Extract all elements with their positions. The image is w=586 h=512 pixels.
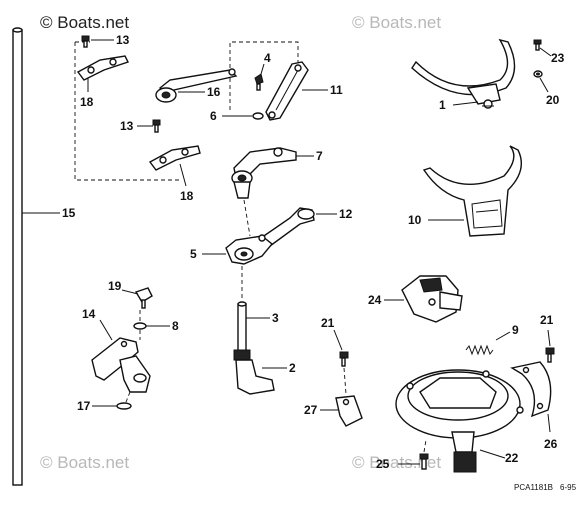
callout-19: 19 <box>108 279 122 293</box>
callout-23: 23 <box>551 51 565 65</box>
part-4-screw <box>254 73 264 91</box>
callout-14: 14 <box>82 307 96 321</box>
callout-7: 7 <box>316 149 323 163</box>
callout-17: 17 <box>77 399 91 413</box>
watermark-top-left: © Boats.net <box>40 13 129 32</box>
part-8-washer <box>133 322 147 330</box>
part-18-bracket-top <box>76 55 129 81</box>
part-3-shaft <box>237 301 247 353</box>
part-1-bracket <box>411 38 516 109</box>
callout-8: 8 <box>172 319 179 333</box>
part-24-switch <box>401 275 463 323</box>
part-5-lever <box>225 234 273 265</box>
part-21-screw-left <box>339 351 349 367</box>
callout-21-right: 21 <box>540 313 554 327</box>
part-12-lever <box>256 207 315 247</box>
callout-12: 12 <box>339 207 353 221</box>
diagram-code: PCA1181B <box>514 483 553 492</box>
callout-24: 24 <box>368 293 382 307</box>
part-22-housing <box>395 369 524 473</box>
part-7-arm <box>231 147 297 199</box>
callout-26: 26 <box>544 437 558 451</box>
callout-13-mid: 13 <box>120 119 134 133</box>
part-18-bracket-mid <box>148 145 201 171</box>
part-14-bracket <box>91 337 151 393</box>
part-23-screw <box>533 39 542 51</box>
part-10-cradle <box>422 145 522 237</box>
part-13-screw-top <box>81 35 90 48</box>
callout-9: 9 <box>512 323 519 337</box>
watermark-top-right: © Boats.net <box>352 13 441 32</box>
callout-11: 11 <box>330 83 343 97</box>
part-26-segment <box>510 361 552 418</box>
callout-10: 10 <box>408 213 422 227</box>
part-15-rod <box>12 27 23 486</box>
part-27-clip <box>335 395 363 427</box>
callout-5: 5 <box>190 247 197 261</box>
callout-21-left: 21 <box>321 316 335 330</box>
callout-1: 1 <box>439 98 446 112</box>
callout-15: 15 <box>62 206 76 220</box>
part-6-washer <box>252 112 264 120</box>
part-9-spring <box>465 344 494 356</box>
part-19-screw <box>134 287 153 309</box>
callout-25: 25 <box>376 457 390 471</box>
diagram-date: 6-95 <box>560 483 577 492</box>
part-16-lever <box>155 68 238 103</box>
callout-16: 16 <box>207 85 221 99</box>
watermark-bottom-left: © Boats.net <box>40 453 129 472</box>
watermark-bottom-right: © Boats.net <box>352 453 441 472</box>
part-21-screw-right <box>545 347 555 363</box>
part-2-foot <box>233 349 275 395</box>
callout-4: 4 <box>264 51 271 65</box>
callout-6: 6 <box>210 109 217 123</box>
dashed-link-lines <box>74 42 180 181</box>
part-13-screw-mid <box>152 119 161 133</box>
callout-13-top: 13 <box>116 33 130 47</box>
callout-18-mid: 18 <box>180 189 194 203</box>
callout-2: 2 <box>289 361 296 375</box>
callout-3: 3 <box>272 311 279 325</box>
part-17-washer <box>116 402 132 410</box>
callout-20: 20 <box>546 93 560 107</box>
callout-18-top: 18 <box>80 95 94 109</box>
part-11-link <box>265 61 309 121</box>
part-25-screw <box>419 453 429 470</box>
callout-22: 22 <box>505 451 519 465</box>
callout-27: 27 <box>304 403 318 417</box>
